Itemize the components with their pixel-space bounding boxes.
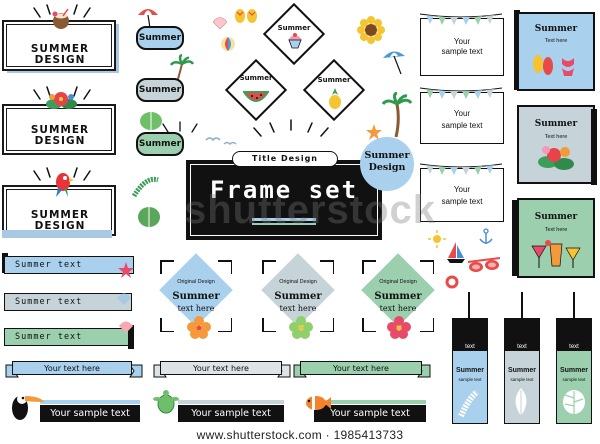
beach-ball-icon — [221, 37, 235, 51]
sunburst-rays — [253, 119, 329, 137]
footer-watermark: www.shutterstock.com · 1985413733 — [0, 426, 600, 444]
monstera-leaf-icon — [140, 112, 162, 130]
shell-icon — [119, 321, 133, 333]
speech-bubble-2: Summer — [136, 78, 184, 102]
life-ring-icon — [445, 275, 459, 289]
speech-bubble-3: Summer — [136, 132, 184, 156]
shell-icon — [212, 17, 228, 30]
bunting-flags — [419, 163, 503, 175]
hibiscus-icon — [387, 316, 411, 339]
sailboat-icon — [447, 242, 465, 263]
monstera-leaf-icon — [563, 390, 585, 414]
seagulls-icon — [205, 137, 237, 146]
sunglasses-icon — [467, 257, 501, 272]
sun-icon — [428, 230, 446, 248]
parrot-icon — [56, 173, 74, 197]
shaved-ice-icon — [288, 33, 302, 49]
leaf-icon — [515, 388, 527, 416]
palm-tree-icon — [170, 54, 194, 80]
hibiscus-icon — [187, 316, 211, 339]
diamond-label: Summer — [277, 24, 311, 32]
sunburst-rays — [162, 121, 198, 133]
page-title: Frame set — [209, 176, 359, 204]
sunburst-rays — [33, 86, 91, 100]
anchor-icon — [479, 228, 493, 244]
flip-flops-icon — [235, 9, 257, 23]
diamond-label: Summer — [317, 76, 351, 84]
beach-umbrella-icon — [138, 9, 158, 29]
palm-leaf-icon — [132, 176, 159, 198]
bikini-sandals-icon — [533, 55, 574, 76]
bunting-flags — [419, 13, 503, 25]
starfish-icon — [366, 124, 382, 140]
clownfish-icon — [306, 396, 331, 410]
toucan-icon — [12, 394, 44, 420]
hibiscus-icon — [289, 316, 313, 339]
hibiscus-bouquet-icon — [46, 92, 77, 109]
monstera-leaf-icon — [138, 207, 160, 227]
beach-umbrella-icon — [383, 51, 405, 75]
sunburst-rays — [33, 4, 91, 18]
diamond-label: Summer — [239, 74, 273, 82]
speech-bubble-1: Summer — [136, 26, 184, 50]
arc-title-text: Title Design — [232, 151, 338, 167]
starfish-icon — [118, 262, 134, 278]
tropical-drinks-icon — [531, 240, 581, 268]
sunburst-rays — [33, 167, 91, 181]
tropical-flowers-icon — [538, 146, 574, 170]
coconut-drink-icon — [52, 8, 69, 29]
summer-design-badge — [360, 137, 414, 191]
pineapple-icon — [329, 88, 341, 109]
sea-turtle-icon — [153, 390, 179, 414]
watermelon-icon — [243, 91, 269, 102]
palm-tree-icon — [382, 92, 412, 138]
shell-icon — [117, 293, 131, 305]
bunting-flags — [419, 87, 503, 99]
sunflower-icon — [357, 16, 385, 44]
palm-leaf-icon — [458, 390, 479, 418]
